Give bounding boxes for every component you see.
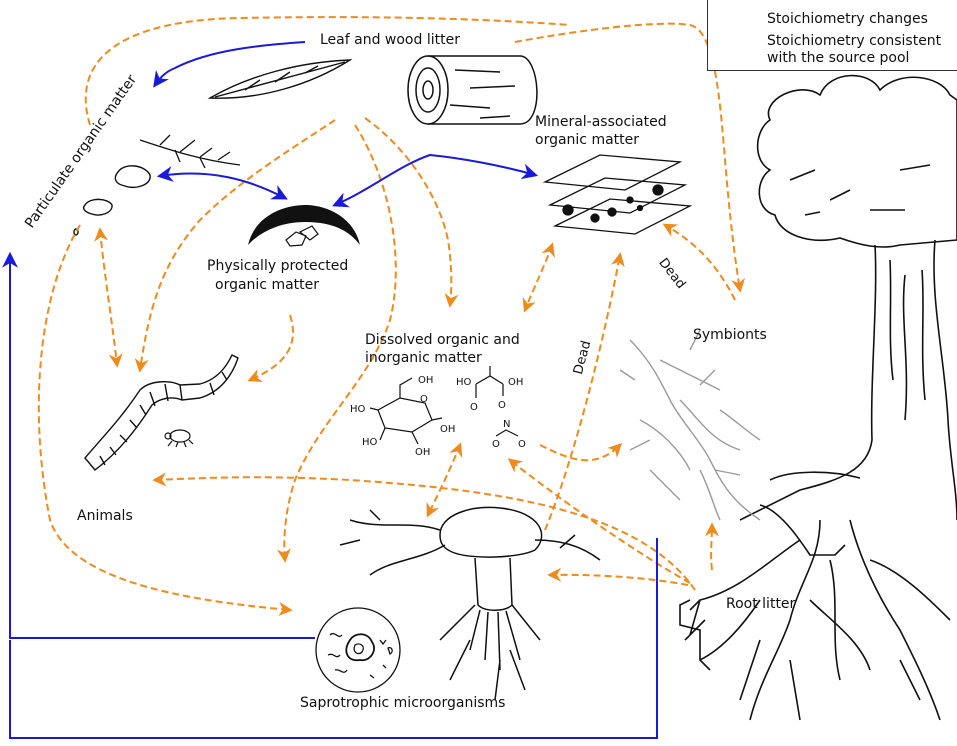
legend bbox=[707, 0, 957, 71]
legend-consistent-label-2: with the source pool bbox=[767, 50, 910, 66]
arrow-root-to-dissolved bbox=[507, 458, 691, 584]
microbe-circle-icon bbox=[315, 607, 401, 693]
label-dissolved-1: Dissolved organic and bbox=[365, 332, 520, 348]
orange-arrows bbox=[37, 16, 746, 616]
tree-icon bbox=[679, 74, 957, 721]
label-root-litter: Root litter bbox=[726, 596, 796, 612]
glucose-oh-top: OH bbox=[418, 375, 433, 386]
arrow-root-to-mycorrhiza bbox=[704, 522, 719, 571]
arrow-dead-to-mineral bbox=[544, 252, 625, 531]
label-physically-1: Physically protected bbox=[207, 258, 349, 274]
glucose-oh-right: OH bbox=[440, 424, 455, 435]
arrow-dissolved-saprotrophs bbox=[426, 442, 463, 518]
leaf-icon bbox=[207, 59, 353, 99]
mite-icon bbox=[164, 429, 194, 448]
oxalic-o-1: O bbox=[470, 402, 478, 413]
arrow-root-to-saprotrophs bbox=[547, 567, 689, 586]
glucose-structure-icon: OH HO HO OH OH O bbox=[350, 375, 455, 458]
arrow-mineral-dissolved bbox=[522, 242, 555, 313]
mycorrhiza-icon bbox=[619, 329, 761, 521]
oxalic-o-2: O bbox=[498, 400, 506, 411]
arrow-protected-to-animals bbox=[247, 314, 295, 383]
oxalic-ho: HO bbox=[456, 377, 472, 388]
worm-icon bbox=[84, 354, 239, 471]
nitrite-icon: N O O bbox=[492, 419, 526, 450]
arrow-leaf-to-particulate bbox=[153, 41, 306, 88]
nitrite-o-right: O bbox=[518, 439, 526, 450]
oxalic-oh: OH bbox=[508, 377, 523, 388]
blue-arrows bbox=[2, 41, 658, 739]
particulate-icon bbox=[73, 165, 151, 236]
arrow-top-left bbox=[84, 16, 571, 126]
label-mineral-1: Mineral-associated bbox=[535, 114, 667, 130]
arrow-dissolved-to-symbionts bbox=[539, 443, 622, 462]
glucose-o-ring: O bbox=[420, 394, 428, 405]
label-dissolved-2: inorganic matter bbox=[365, 350, 482, 366]
arrow-symbionts-dead-to-mineral bbox=[662, 223, 736, 301]
arrow-particulate-protected bbox=[156, 166, 288, 200]
glucose-ho-left: HO bbox=[350, 404, 366, 415]
label-saprotrophic: Saprotrophic microorganisms bbox=[300, 695, 506, 711]
arrow-particulate-to-saprotrophs bbox=[37, 224, 293, 616]
label-animals: Animals bbox=[77, 508, 133, 524]
log-icon bbox=[407, 55, 538, 125]
aggregate-icon bbox=[248, 205, 360, 247]
oxalic-acid-icon: HO OH O O bbox=[456, 366, 523, 413]
nitrite-o-left: O bbox=[492, 439, 500, 450]
arrow-saprotrophs-to-particulate bbox=[2, 251, 315, 639]
arrow-leaf-to-dissolved bbox=[364, 117, 459, 308]
twig-icon bbox=[139, 134, 241, 169]
label-leaf-wood-litter: Leaf and wood litter bbox=[320, 32, 460, 48]
legend-changes-label: Stoichiometry changes bbox=[767, 11, 928, 27]
label-physically-2: organic matter bbox=[215, 277, 320, 293]
glucose-oh-bottom: OH bbox=[415, 447, 430, 458]
arrow-root-to-animals bbox=[152, 472, 696, 591]
label-mineral-2: organic matter bbox=[535, 132, 640, 148]
arrow-protected-mineral bbox=[332, 153, 539, 208]
mineral-sheets-icon bbox=[542, 154, 693, 235]
label-symbionts: Symbionts bbox=[693, 327, 767, 343]
arrow-leaf-to-animals bbox=[134, 119, 336, 373]
nitrite-n: N bbox=[503, 419, 510, 430]
arrow-particulate-animals bbox=[94, 227, 123, 368]
mushroom-icon bbox=[339, 506, 601, 701]
legend-consistent-label-1: Stoichiometry consistent bbox=[767, 33, 942, 49]
arrow-root-frame bbox=[9, 538, 658, 739]
glucose-ho-bottom: HO bbox=[362, 437, 378, 448]
